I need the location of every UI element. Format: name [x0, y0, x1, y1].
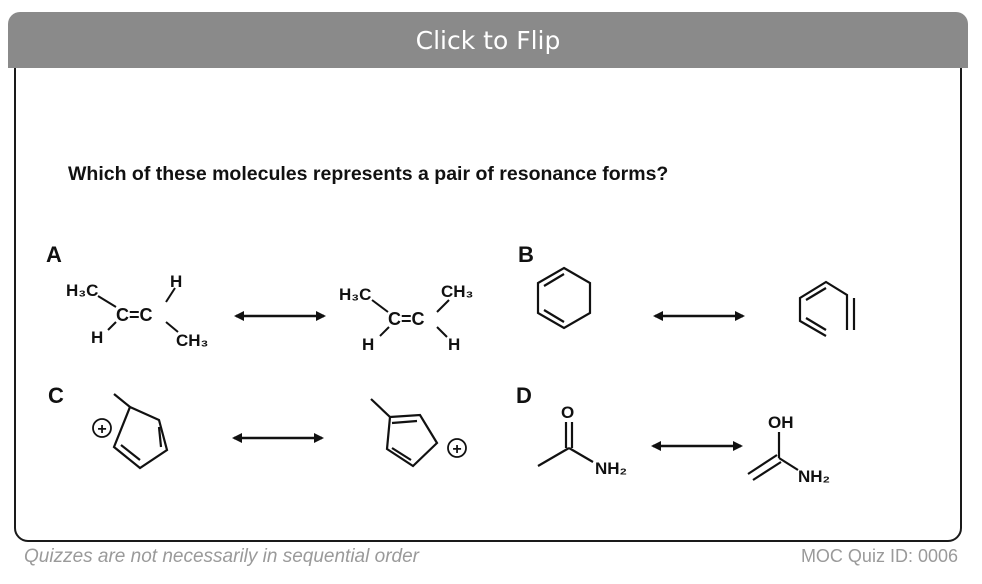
option-c-letter: C — [48, 383, 64, 408]
c2-positive-charge-icon — [447, 438, 467, 458]
option-b-molecule-2 — [798, 280, 856, 337]
click-to-flip-button[interactable]: Click to Flip — [8, 12, 968, 68]
click-to-flip-label: Click to Flip — [415, 25, 561, 55]
question-text: Which of these molecules represents a pa… — [68, 163, 669, 185]
a2-h3c-label: H₃C — [339, 285, 371, 304]
option-d-molecule-1: O NH₂ — [537, 403, 627, 478]
option-a-molecule-2: H₃C CH₃ C=C H H — [339, 282, 473, 354]
option-a-molecule-1: H₃C H C=C H CH₃ — [66, 272, 208, 350]
d1-nh2-label: NH₂ — [595, 459, 627, 478]
a2-h-left-label: H — [362, 335, 374, 354]
option-c-molecule-1: + — [92, 393, 169, 470]
option-b-molecule-1 — [536, 266, 592, 330]
a1-ch3-label: CH₃ — [176, 331, 208, 350]
quiz-id: MOC Quiz ID: 0006 — [800, 546, 958, 566]
a1-h-top-label: H — [170, 272, 182, 291]
a2-ch3-label: CH₃ — [441, 282, 473, 301]
a2-c-eq-c-label: C=C — [388, 309, 425, 329]
c1-plus-label: + — [97, 421, 106, 438]
footer-note: Quizzes are not necessarily in sequentia… — [24, 546, 419, 567]
a1-c-eq-c-label: C=C — [116, 305, 153, 325]
c2-plus-label: + — [452, 441, 461, 458]
option-c-molecule-2: + — [370, 398, 467, 468]
option-a-letter: A — [46, 242, 62, 267]
a1-h-bottom-label: H — [91, 328, 103, 347]
a2-h-right-label: H — [448, 335, 460, 354]
a1-h3c-label: H₃C — [66, 281, 98, 300]
d2-nh2-label: NH₂ — [798, 467, 830, 486]
option-d-molecule-2: OH NH₂ — [747, 413, 830, 486]
d1-o-label: O — [561, 403, 574, 422]
option-d-letter: D — [516, 383, 532, 408]
quiz-card — [14, 16, 962, 542]
c1-positive-charge-icon — [92, 418, 112, 438]
d2-oh-label: OH — [768, 413, 794, 432]
option-b-letter: B — [518, 242, 534, 267]
